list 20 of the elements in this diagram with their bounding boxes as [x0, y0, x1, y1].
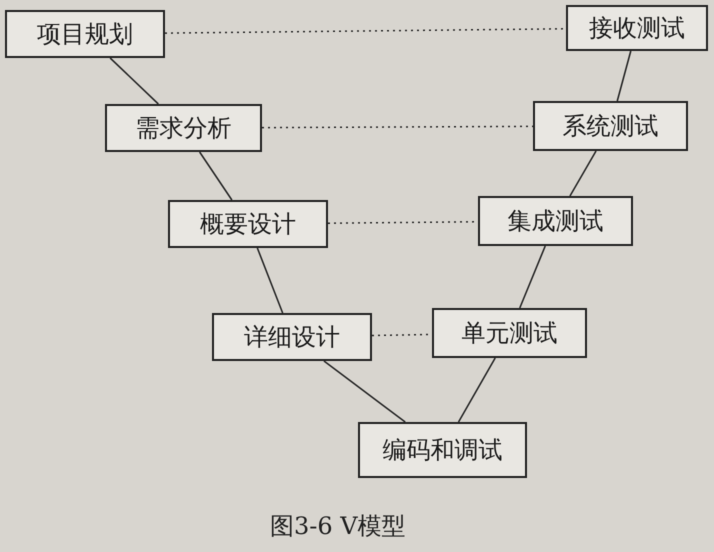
connector-line [458, 358, 496, 422]
process-box: 集成测试 [478, 196, 633, 246]
process-box: 单元测试 [432, 308, 587, 358]
connector-line [569, 150, 597, 196]
connector-line [519, 246, 546, 308]
process-box: 系统测试 [533, 101, 688, 151]
process-box: 详细设计 [212, 313, 372, 361]
process-box: 接收测试 [566, 5, 708, 51]
dotted-line [165, 28, 566, 34]
process-box: 需求分析 [105, 104, 262, 152]
connector-line [198, 152, 233, 200]
process-box: 项目规划 [5, 10, 165, 58]
connector-line [323, 360, 406, 423]
dotted-line [262, 126, 533, 128]
connector-line [256, 248, 284, 314]
process-box: 编码和调试 [358, 422, 527, 478]
process-box: 概要设计 [168, 200, 328, 248]
figure-caption: 图3-6 V模型 [270, 511, 406, 542]
connector-line [616, 50, 632, 102]
connector-line [110, 57, 159, 105]
